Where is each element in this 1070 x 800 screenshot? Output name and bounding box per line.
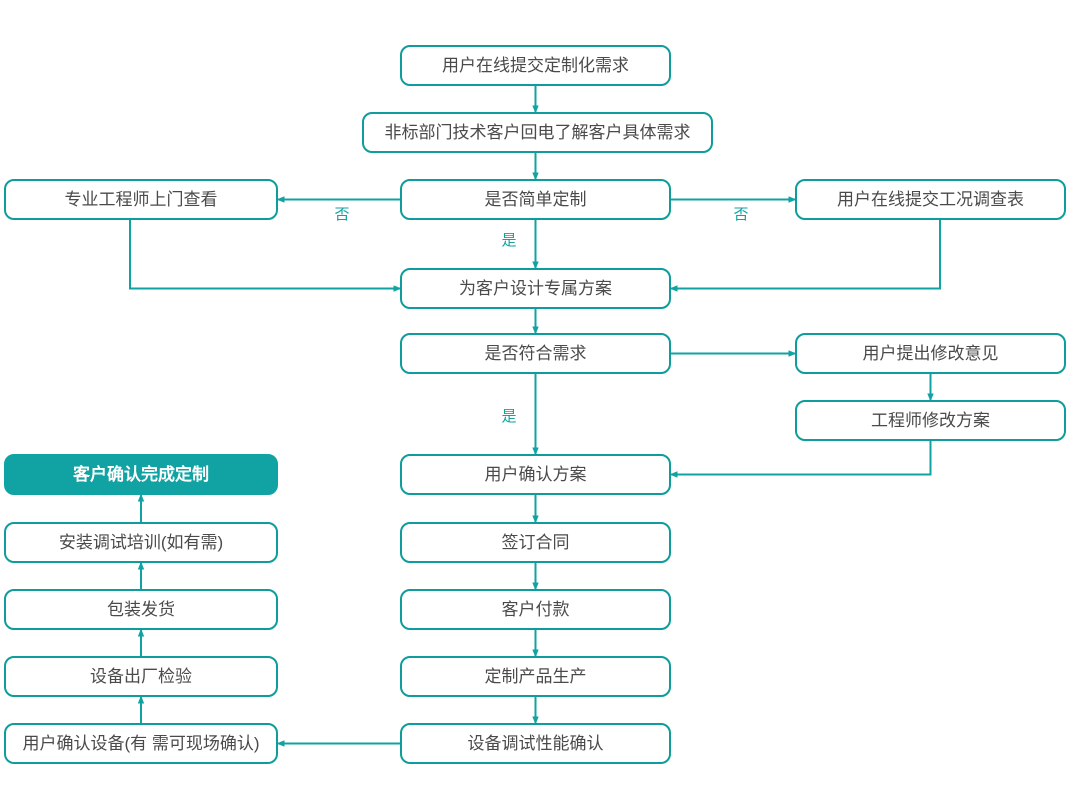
flow-connector	[669, 219, 941, 292]
flow-node-label: 用户在线提交工况调查表	[837, 190, 1024, 209]
flow-node[interactable]: 是否简单定制	[400, 179, 671, 220]
flow-node-label: 签订合同	[502, 533, 570, 552]
flow-node-box[interactable]	[400, 179, 671, 220]
flow-connector	[669, 440, 932, 478]
flow-node-box[interactable]	[4, 179, 278, 220]
flow-node-box[interactable]	[4, 522, 278, 563]
flow-node-box[interactable]	[795, 400, 1066, 441]
flow-node-label: 为客户设计专属方案	[459, 279, 612, 298]
flow-node-label: 设备出厂检验	[90, 667, 192, 686]
flow-node-label: 安装调试培训(如有需)	[59, 533, 223, 552]
flow-node-box[interactable]	[400, 589, 671, 630]
flow-node-box[interactable]	[400, 268, 671, 309]
flow-node[interactable]: 客户确认完成定制	[4, 454, 278, 495]
flow-node[interactable]: 安装调试培训(如有需)	[4, 522, 278, 563]
edge-label-e-no-left: 否	[334, 206, 349, 223]
flow-node-box[interactable]	[4, 723, 278, 764]
flow-node-label: 工程师修改方案	[871, 411, 990, 430]
flow-node-label: 非标部门技术客户回电了解客户具体需求	[385, 123, 691, 142]
flow-node[interactable]: 用户提出修改意见	[795, 333, 1066, 374]
flow-node[interactable]: 专业工程师上门查看	[4, 179, 278, 220]
flow-node-label: 是否符合需求	[485, 344, 587, 363]
flow-node[interactable]: 客户付款	[400, 589, 671, 630]
flow-node-label: 定制产品生产	[485, 667, 587, 686]
flow-node[interactable]: 设备出厂检验	[4, 656, 278, 697]
flow-node[interactable]: 为客户设计专属方案	[400, 268, 671, 309]
flow-node[interactable]: 用户确认设备(有 需可现场确认)	[4, 723, 278, 764]
flow-node-box[interactable]	[4, 454, 278, 495]
flow-node-box[interactable]	[4, 656, 278, 697]
flow-node-box[interactable]	[400, 656, 671, 697]
flow-node-label: 用户确认方案	[485, 465, 587, 484]
flow-node-label: 是否简单定制	[485, 190, 587, 209]
flow-node[interactable]: 定制产品生产	[400, 656, 671, 697]
flow-node-box[interactable]	[400, 454, 671, 495]
flow-node-label: 客户付款	[502, 600, 570, 619]
flow-node[interactable]: 用户在线提交定制化需求	[400, 45, 671, 86]
flow-node[interactable]: 设备调试性能确认	[400, 723, 671, 764]
edge-labels-layer: 否否是是	[334, 206, 748, 425]
flow-node-box[interactable]	[400, 723, 671, 764]
edges-layer	[129, 85, 941, 747]
flow-node[interactable]: 包装发货	[4, 589, 278, 630]
flow-node-label: 设备调试性能确认	[468, 734, 604, 753]
flow-node-box[interactable]	[795, 179, 1066, 220]
flow-node[interactable]: 是否符合需求	[400, 333, 671, 374]
flow-node[interactable]: 工程师修改方案	[795, 400, 1066, 441]
flow-node-label: 用户确认设备(有 需可现场确认)	[22, 734, 259, 753]
flow-node-label: 用户提出修改意见	[863, 344, 999, 363]
flow-node-label: 用户在线提交定制化需求	[442, 56, 629, 75]
flow-node[interactable]: 用户在线提交工况调查表	[795, 179, 1066, 220]
flow-node-box[interactable]	[4, 589, 278, 630]
flow-node-box[interactable]	[362, 112, 713, 153]
edge-label-e-no-right: 否	[733, 206, 748, 223]
edge-label-e-yes-2: 是	[501, 408, 516, 425]
flow-node[interactable]: 用户确认方案	[400, 454, 671, 495]
flow-node-label: 客户确认完成定制	[72, 464, 209, 484]
flow-node-box[interactable]	[400, 522, 671, 563]
flow-node-box[interactable]	[400, 45, 671, 86]
flow-node[interactable]: 签订合同	[400, 522, 671, 563]
flow-node-box[interactable]	[795, 333, 1066, 374]
flow-node[interactable]: 非标部门技术客户回电了解客户具体需求	[362, 112, 713, 153]
edge-label-e-yes-1: 是	[501, 232, 516, 249]
flow-connector	[129, 219, 402, 292]
flow-node-label: 专业工程师上门查看	[65, 190, 218, 209]
flow-node-label: 包装发货	[107, 600, 175, 619]
flow-node-box[interactable]	[400, 333, 671, 374]
